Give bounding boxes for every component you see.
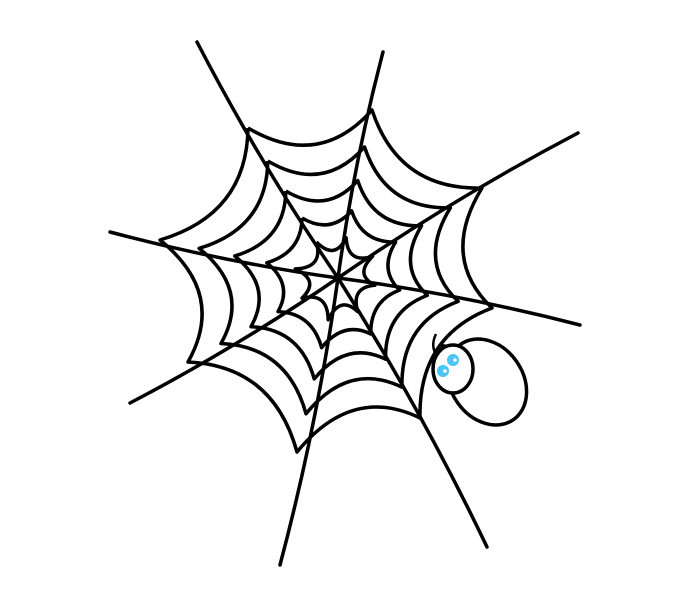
- eye-highlight: [453, 358, 457, 362]
- spider-head: [431, 343, 475, 395]
- spider-eye: [447, 354, 459, 366]
- web-ring: [158, 108, 494, 454]
- web-spoke: [108, 230, 340, 280]
- web-ring: [293, 235, 377, 322]
- web-ring: [197, 145, 460, 416]
- web-spoke: [336, 50, 385, 280]
- spider: [431, 333, 529, 427]
- web-ring: [233, 178, 430, 381]
- web-ring: [265, 209, 402, 350]
- spider-eye: [437, 365, 449, 377]
- web-rings: [158, 108, 494, 454]
- eye-highlight: [443, 369, 447, 373]
